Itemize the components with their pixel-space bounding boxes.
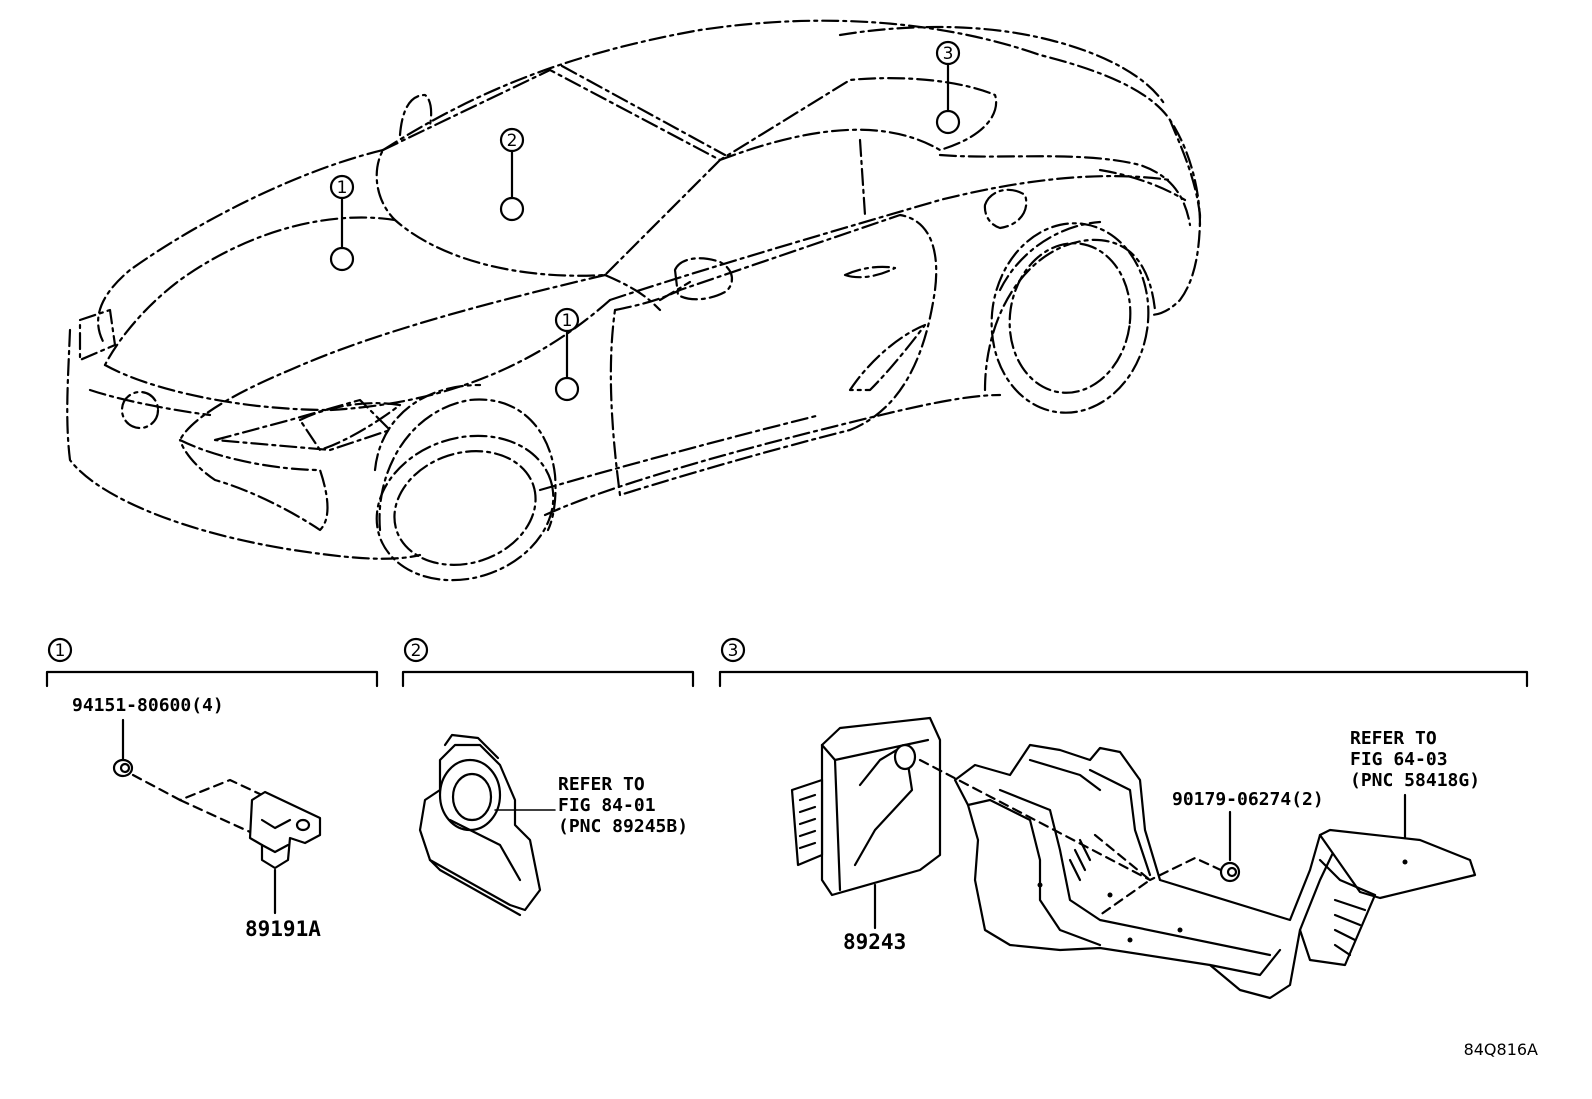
car-location-markers: 1 2 3 1 (329, 40, 961, 402)
height-sensor-drawing (248, 790, 322, 870)
diagram-id-label: 84Q816A (1464, 1040, 1538, 1059)
clip-nut-drawing (112, 758, 134, 778)
section-3-header: 3 (718, 637, 1529, 688)
section-1-parts: 94151-80600(4) 89191A (72, 695, 321, 941)
refer-to-fig-84-01: FIG 84-01 (558, 795, 656, 816)
mounting-bracket-drawing (953, 743, 1477, 1000)
location-marker-3-rear: 3 (935, 40, 961, 135)
marker-1-label: 1 (562, 311, 573, 331)
sensor-location-dot (935, 109, 961, 135)
location-marker-2-windshield: 2 (499, 127, 525, 222)
refer-to-fig-64-03: FIG 64-03 (1350, 749, 1448, 770)
section-2-parts: REFER TO FIG 84-01 (PNC 89245B) (418, 733, 688, 917)
refer-to-line1: REFER TO (558, 774, 645, 795)
part-number-89243: 89243 (843, 930, 906, 954)
refer-to-line1: REFER TO (1350, 728, 1437, 749)
refer-to-pnc-58418G: (PNC 58418G) (1350, 770, 1480, 791)
sensor-location-dot (554, 376, 580, 402)
section-1-number: 1 (55, 641, 66, 661)
location-marker-1-hood: 1 (329, 174, 355, 272)
car-illustration (66, 19, 1202, 582)
part-number-90179: 90179-06274(2) (1172, 789, 1324, 810)
control-module-drawing (790, 716, 942, 897)
section-1-header: 1 (45, 637, 379, 688)
refer-to-pnc-89245B: (PNC 89245B) (558, 816, 688, 837)
steering-angle-sensor-drawing (418, 733, 542, 917)
section-2-number: 2 (411, 641, 422, 661)
section-3-parts: 89243 90179-06274(2) (790, 716, 1480, 1000)
part-number-89191A: 89191A (245, 917, 321, 941)
part-number-94151: 94151-80600(4) (72, 695, 224, 716)
marker-1-label: 1 (337, 178, 348, 198)
location-marker-1-fender: 1 (554, 307, 580, 402)
sensor-location-dot (329, 246, 355, 272)
section-2-header: 2 (401, 637, 695, 688)
marker-3-label: 3 (943, 44, 954, 64)
section-3-number: 3 (728, 641, 739, 661)
marker-2-label: 2 (507, 131, 518, 151)
nut-90179-drawing (1219, 861, 1241, 883)
sensor-location-dot (499, 196, 525, 222)
